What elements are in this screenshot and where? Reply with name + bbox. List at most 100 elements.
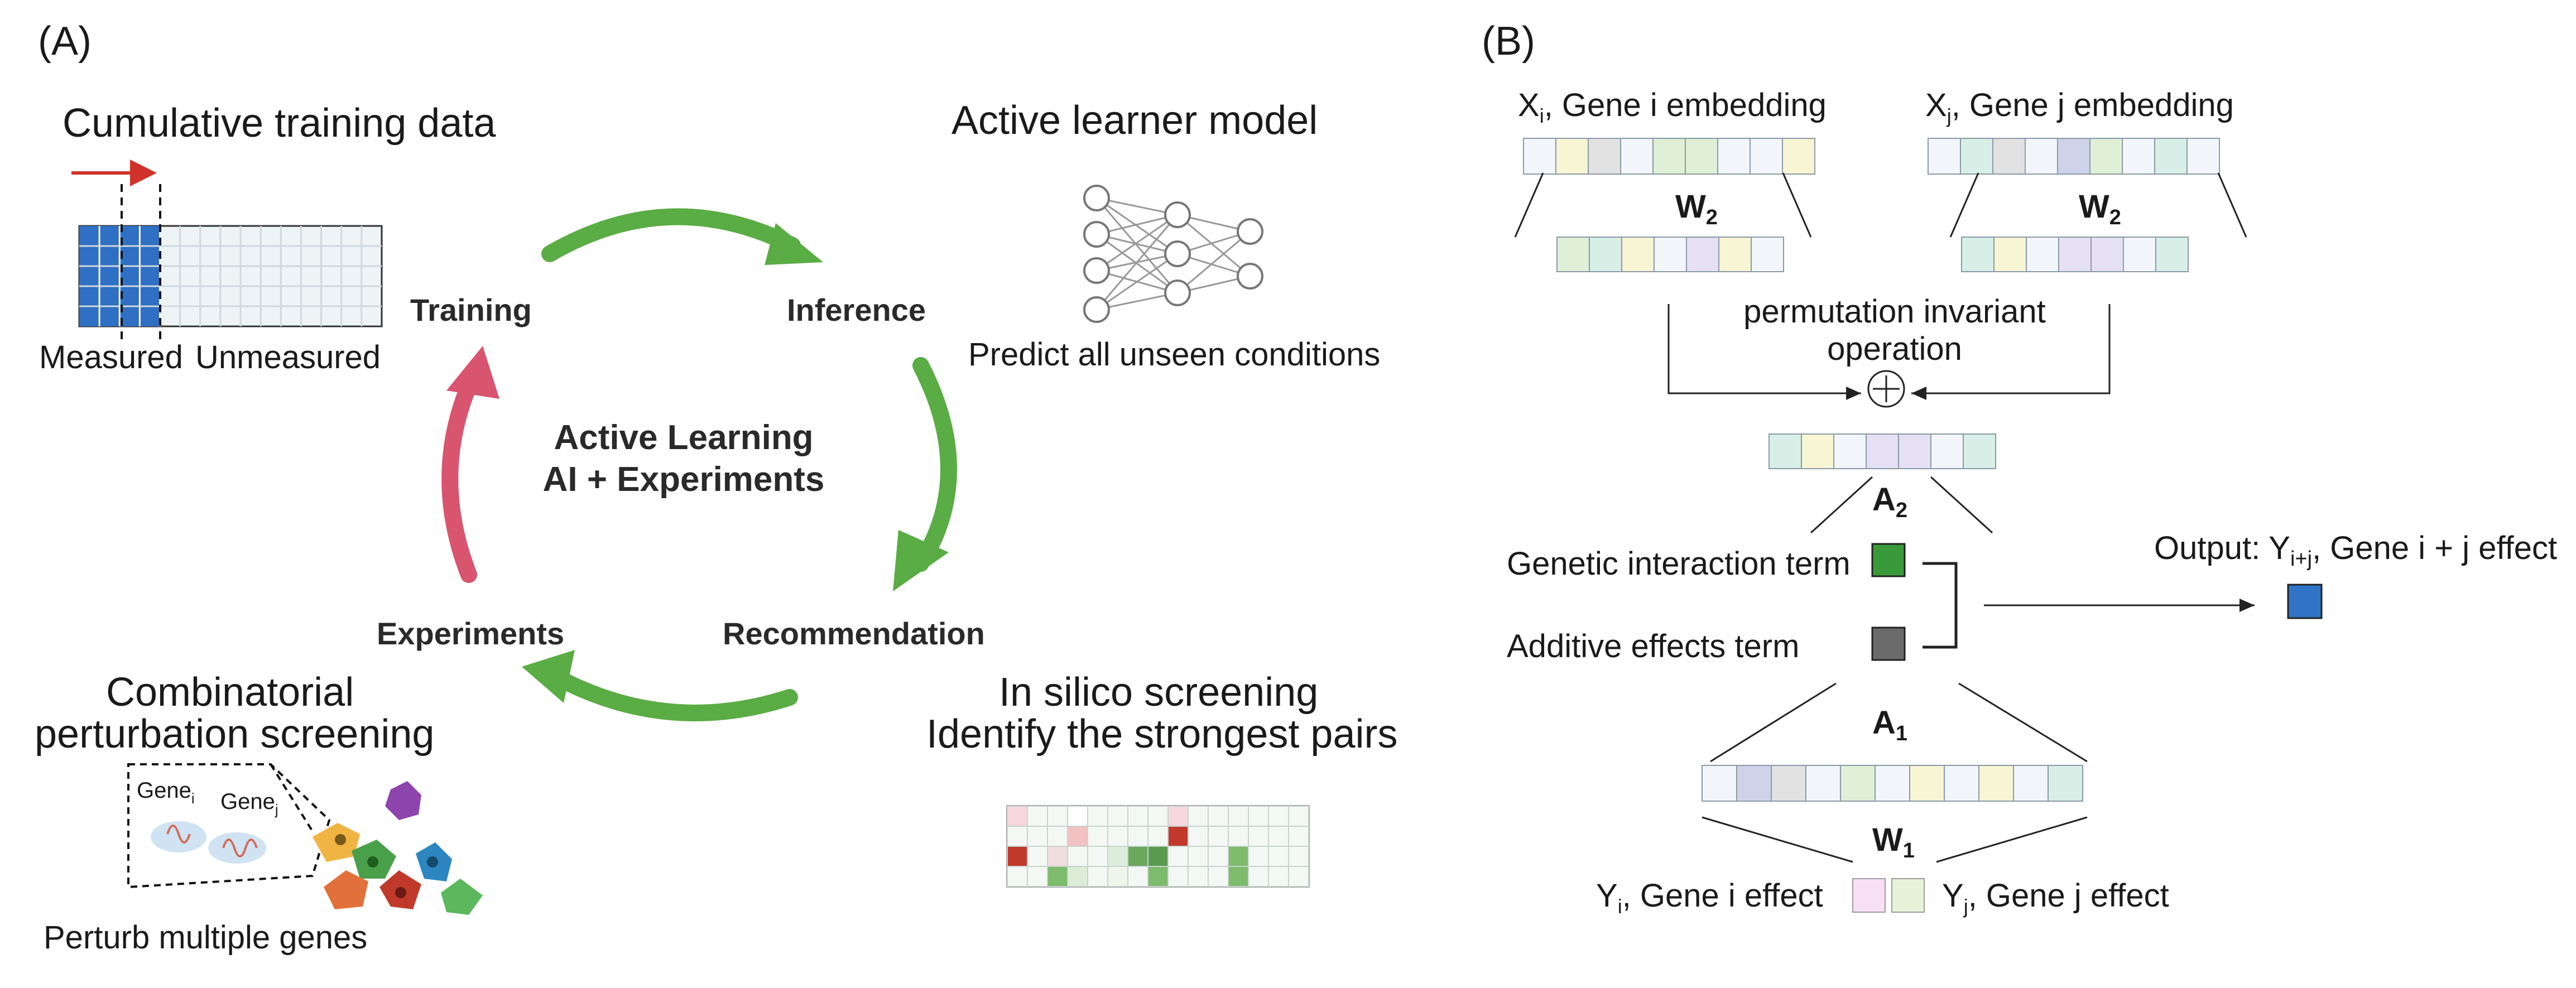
output-label: Output: Yi+j, Gene i + j effect (2154, 530, 2557, 571)
additive-effects-square (1871, 626, 1906, 661)
yj-square (1891, 878, 1925, 913)
heatmap-cell (1167, 846, 1189, 867)
heatmap-cell (1067, 806, 1088, 827)
perturbation-illustration: Genei Genej (127, 763, 483, 915)
a2-label: A2 (1872, 481, 1907, 522)
heatmap-cell (1288, 826, 1309, 847)
w1-label: W1 (1872, 822, 1915, 862)
network-node (1237, 218, 1263, 245)
output-square (2287, 584, 2323, 619)
combine-bracket (1923, 562, 1958, 649)
heatmap-cell (1127, 846, 1148, 867)
yj-label: Yj, Gene j effect (1942, 878, 2169, 918)
heatmap-cell (1087, 866, 1108, 887)
vector-cell (1960, 138, 1993, 175)
silico-line-1: In silico screening (999, 670, 1318, 715)
arrow-head-recommendation (893, 530, 949, 591)
heatmap-cell (1007, 826, 1028, 847)
heatmap-cell (1147, 866, 1169, 887)
stage-recommendation: Recommendation (723, 616, 985, 651)
neural-network-icon (1083, 185, 1263, 323)
vector-cell (1751, 237, 1784, 272)
heatmap-cell (1087, 826, 1108, 847)
panel-a-label: (A) (38, 19, 92, 64)
vector-cell (1718, 237, 1752, 272)
vector-cell (1555, 138, 1589, 175)
heatmap-cell (1248, 866, 1269, 887)
heatmap-cell (1047, 806, 1068, 827)
panel-b: (B) Xi, Gene i embedding Xj, Gene j embe… (1482, 19, 2557, 918)
vector-cell (1963, 433, 1996, 469)
network-node (1083, 221, 1110, 248)
heatmap-cell (1248, 846, 1269, 867)
heatmap-cell (1147, 826, 1169, 847)
combo-line-1: Combinatorial (106, 670, 354, 715)
heatmap-cell (1268, 866, 1289, 887)
network-node (1083, 296, 1110, 323)
heatmap-cell (1188, 846, 1209, 867)
heatmap-cell (1167, 866, 1189, 887)
vector-cell (1717, 138, 1751, 175)
yi-label: Yi, Gene i effect (1596, 878, 1823, 918)
heatmap-cell (1228, 866, 1249, 887)
aggregated-vector (1768, 433, 1996, 469)
vector-cell (2026, 237, 2059, 272)
vector-cell (1685, 138, 1718, 175)
vector-cell (2057, 138, 2090, 175)
vector-cell (1652, 138, 1686, 175)
perm-line-1: permutation invariant (1743, 293, 2046, 330)
heatmap-cell (1007, 806, 1028, 827)
vector-cell (1875, 765, 1910, 802)
heatmap-cell (1127, 826, 1148, 847)
vector-cell (1993, 237, 2027, 272)
w2-label-left: W2 (1675, 189, 1718, 229)
vector-cell (1589, 237, 1622, 272)
heatmap-cell (1268, 846, 1289, 867)
heatmap-cell (1208, 866, 1229, 887)
network-node (1164, 279, 1191, 306)
combo-line-2: perturbation screening (35, 712, 434, 756)
heatmap-cell (1167, 806, 1189, 827)
heatmap-cell (1067, 846, 1088, 867)
vector-cell (2122, 138, 2155, 175)
genetic-label: Genetic interaction term (1507, 546, 1851, 582)
yi-square (1852, 878, 1886, 913)
heatmap-cell (1107, 826, 1128, 847)
cycle-arrows (441, 208, 957, 721)
heatmap-cell (1047, 866, 1068, 887)
vector-cell (1620, 138, 1654, 175)
perm-line-2: operation (1827, 331, 1962, 367)
heatmap-cell (1188, 866, 1209, 887)
perturb-label: Perturb multiple genes (44, 919, 367, 956)
sum-operator-icon (1867, 370, 1905, 408)
heatmap-cell (1228, 826, 1249, 847)
heatmap-cell (1288, 846, 1309, 867)
heatmap-cell (1268, 806, 1289, 827)
stage-training: Training (410, 292, 532, 327)
heatmap-cell (1228, 846, 1249, 867)
w2-label-right: W2 (2079, 189, 2121, 229)
vector-cell (1909, 765, 1945, 802)
vector-cell (1978, 765, 2014, 802)
vector-cell (2048, 765, 2083, 802)
network-node (1164, 201, 1191, 228)
vector-cell (1654, 237, 1687, 272)
panel-a: (A) Cumulative training data Measured Un… (35, 19, 1397, 956)
vector-cell (2025, 138, 2058, 175)
cells-icon (313, 781, 483, 915)
arrow-right-to-sum (1911, 304, 2111, 400)
heatmap-cell (1188, 806, 1209, 827)
xi-embedding-vector (1523, 138, 1815, 175)
heatmap-cell (1288, 806, 1309, 827)
heatmap-cell (1047, 846, 1068, 867)
gene-j-label: Genej (220, 789, 278, 818)
xj-label: Xj, Gene j embedding (1925, 87, 2234, 127)
vector-cell (1771, 765, 1806, 802)
silico-line-2: Identify the strongest pairs (926, 712, 1397, 756)
vector-cell (1556, 237, 1590, 272)
vector-cell (1686, 237, 1719, 272)
heatmap-cell (1027, 806, 1048, 827)
heatmap-cell (1288, 866, 1309, 887)
arrow-left-to-sum (1667, 304, 1861, 400)
